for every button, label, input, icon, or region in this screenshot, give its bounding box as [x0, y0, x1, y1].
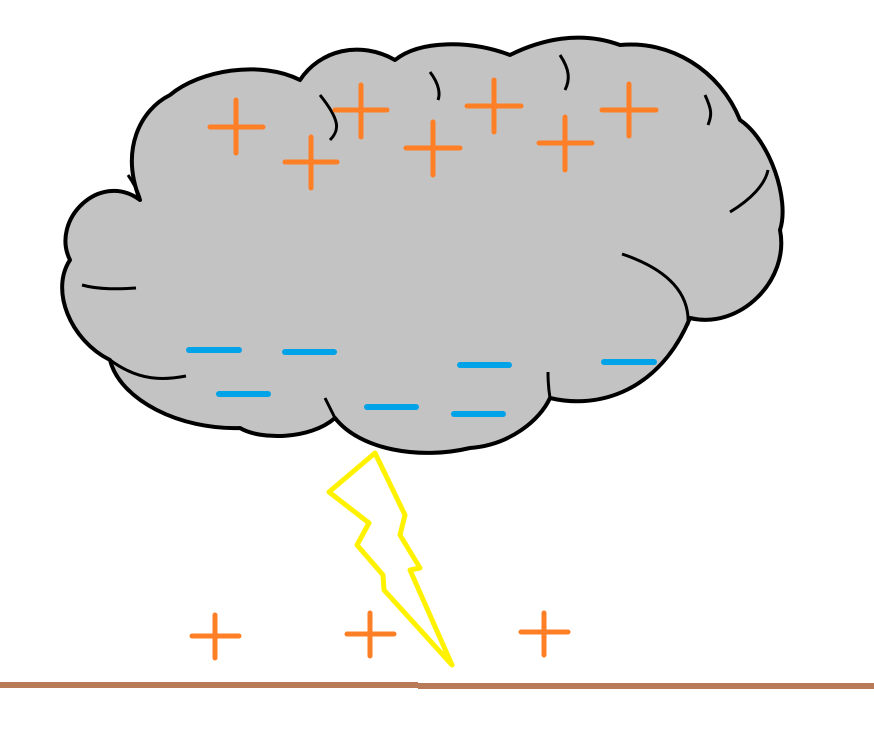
cloud-inner-line [81, 283, 137, 291]
positive-charge-icon [332, 82, 390, 140]
cloud-inner-line [621, 252, 690, 326]
cloud-inner-line [546, 371, 552, 399]
positive-charge-icon [189, 612, 242, 661]
cloud-inner-line [323, 397, 337, 419]
ground-positive-charges [189, 610, 571, 661]
cloud-inner-line [428, 71, 441, 101]
cloud-inner-line [109, 358, 187, 380]
positive-charge-icon [207, 97, 266, 156]
cloud-inner-line [558, 54, 570, 91]
positive-charge-icon [599, 81, 659, 139]
cloud-inner-line [703, 94, 713, 126]
positive-charge-icon [464, 77, 524, 135]
ground-line [0, 682, 874, 689]
cloud-inner-line [318, 94, 339, 142]
storm-cloud [60, 35, 785, 455]
positive-charge-icon [536, 114, 595, 173]
positive-charge-icon [518, 610, 571, 658]
cloud-body [60, 35, 785, 455]
positive-charge-icon [344, 610, 397, 659]
positive-charge-icon [282, 134, 340, 191]
cloud-positive-charges [207, 77, 659, 191]
cloud-inner-line [126, 174, 142, 199]
positive-charge-icon [403, 119, 463, 178]
lightning-bolt-icon [326, 450, 455, 668]
cloud-inner-line [729, 169, 770, 214]
cloud-negative-charges [186, 347, 657, 417]
